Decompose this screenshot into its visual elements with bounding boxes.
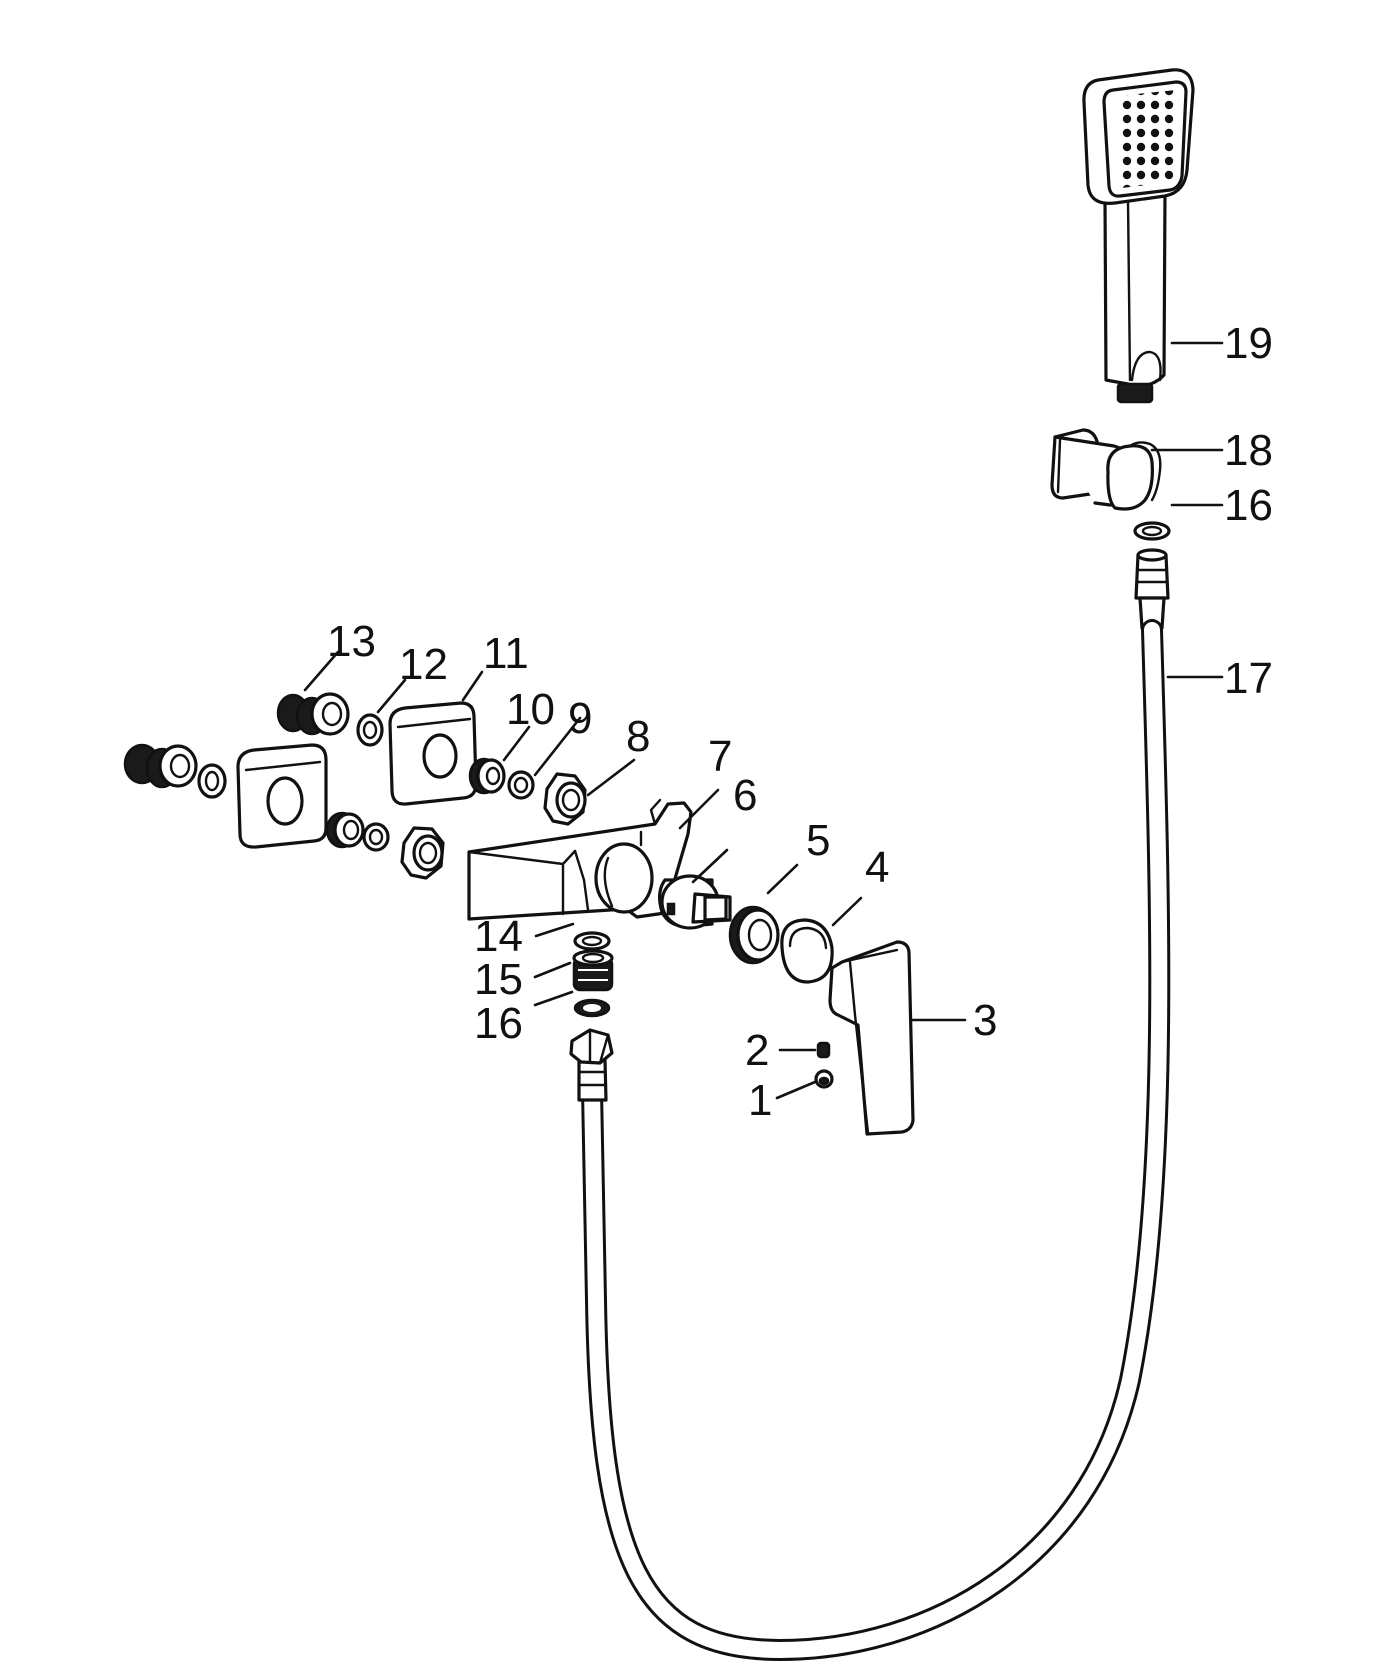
flange-11-upper: [388, 701, 478, 806]
washer-16-top: [1133, 521, 1171, 541]
hand-shower: [1082, 68, 1195, 404]
cap-1: [814, 1069, 834, 1089]
nut-10-upper: [468, 757, 506, 795]
callout-6: 6: [733, 771, 757, 820]
cartridge-6: [658, 874, 732, 930]
callout-18: 18: [1224, 426, 1273, 475]
valve-body: [467, 798, 693, 921]
callout-5: 5: [806, 816, 830, 865]
callout-17: 17: [1224, 654, 1273, 703]
nut-10-lower: [325, 811, 365, 849]
callout-8: 8: [626, 712, 650, 761]
callout-14: 14: [474, 912, 523, 961]
washer-12-upper: [356, 713, 384, 747]
cover-4: [780, 918, 834, 984]
nut-5: [728, 905, 780, 965]
nipple-15: [572, 949, 614, 992]
callout-10: 10: [506, 685, 555, 734]
callout-15: 15: [474, 955, 523, 1004]
callout-1: 1: [748, 1076, 772, 1125]
washer-14: [573, 931, 611, 951]
callout-13: 13: [327, 617, 376, 666]
callout-9: 9: [568, 694, 592, 743]
eccentric-13-upper: [276, 692, 350, 736]
callout-12: 12: [399, 640, 448, 689]
washer-16-top-hole: [1141, 525, 1163, 537]
callout-labels: 19 18 16 17 13 12 11 10 9 8 7 6 5 4 3 2 …: [327, 319, 1273, 1125]
nut-8-upper: [543, 772, 587, 826]
callout-11: 11: [483, 629, 529, 678]
callout-3: 3: [973, 996, 997, 1045]
callout-16-bottom: 16: [474, 999, 523, 1048]
callout-4: 4: [865, 843, 889, 892]
screw-2: [816, 1041, 831, 1059]
eccentric-13-lower: [123, 743, 198, 789]
shower-holder: [1050, 428, 1162, 511]
leader-lines: [303, 341, 1224, 1100]
washer-9-upper: [507, 770, 535, 800]
lever-handle-3: [828, 940, 915, 1136]
hose-nut: [569, 1028, 614, 1065]
flange-11-lower: [236, 743, 328, 849]
shower-hose: [577, 548, 1171, 1662]
callout-19: 19: [1224, 319, 1273, 368]
callout-16-top: 16: [1224, 481, 1273, 530]
washer-12-lower: [197, 763, 227, 799]
nut-8-lower: [400, 826, 445, 880]
callout-2: 2: [745, 1026, 769, 1075]
callout-7: 7: [708, 732, 732, 781]
washer-9-lower: [362, 822, 390, 852]
